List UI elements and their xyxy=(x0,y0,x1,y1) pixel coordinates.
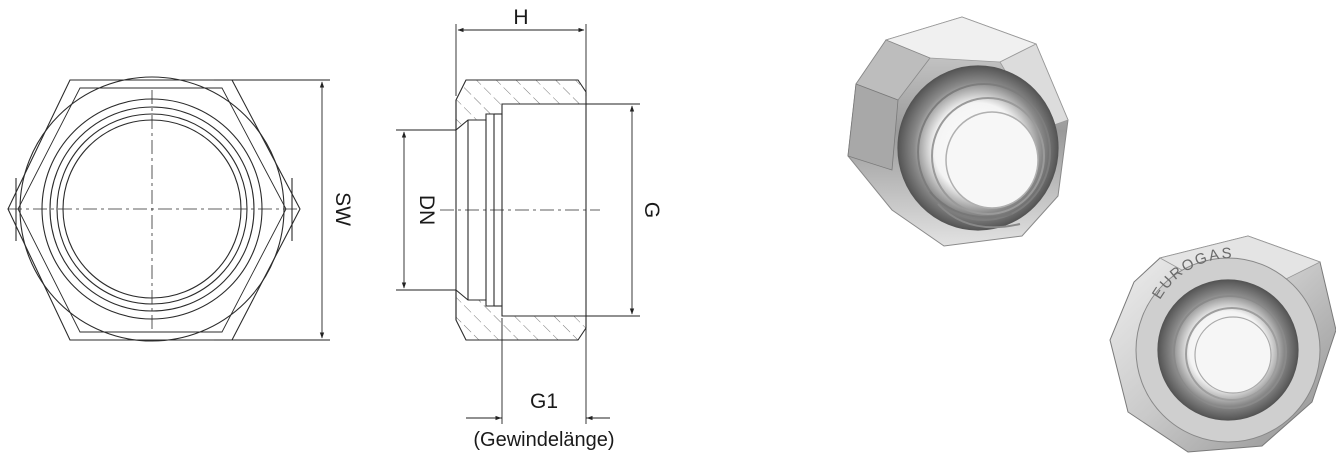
h-dimension xyxy=(455,24,587,96)
g-label: G xyxy=(640,202,663,218)
sw-dimension xyxy=(214,79,330,341)
h-label: H xyxy=(513,6,528,29)
product-photo-nut-face: EUROGAS xyxy=(1109,235,1336,453)
section-view xyxy=(440,79,600,341)
dn-dimension xyxy=(396,129,456,291)
g1-dimension xyxy=(466,318,610,424)
front-view-hexagon xyxy=(7,76,301,342)
sw-label: SW xyxy=(331,192,354,226)
g1-caption: (Gewindelänge) xyxy=(473,429,614,451)
g-dimension xyxy=(586,103,640,317)
section-hatched-body-lower xyxy=(455,288,587,341)
hex-outline xyxy=(7,79,301,341)
dn-label: DN xyxy=(415,195,438,225)
section-hatched-body-upper xyxy=(455,79,587,132)
product-photo-nut-side xyxy=(847,16,1069,247)
g1-label: G1 xyxy=(530,390,558,413)
